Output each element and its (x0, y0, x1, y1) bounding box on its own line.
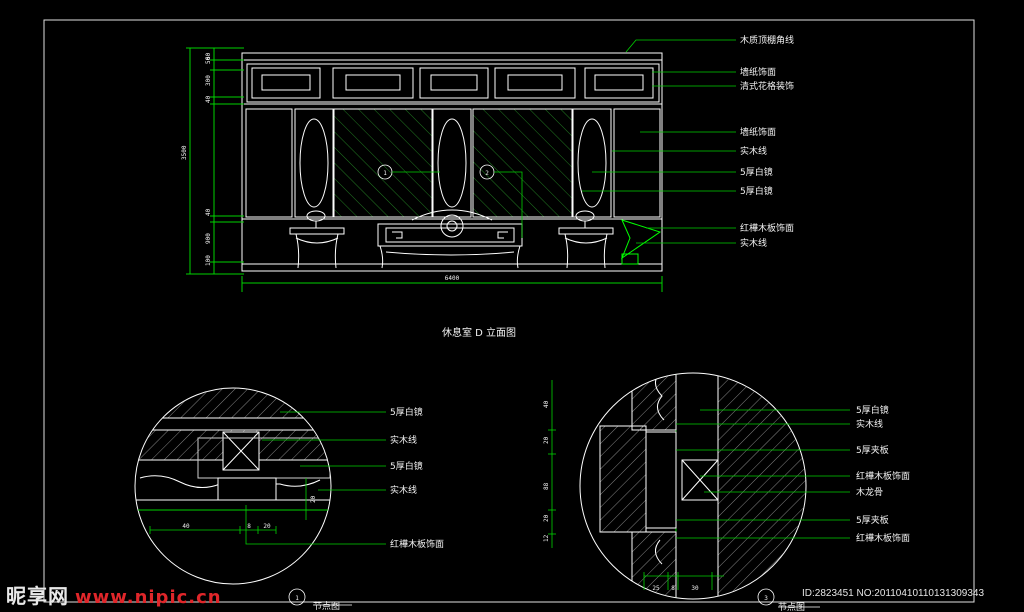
mirror-panel-left (333, 108, 433, 218)
elevation-callout-label: 实木线 (740, 145, 767, 157)
dimension-segment: 40 (205, 208, 212, 216)
detail1-dimension: 20 (310, 495, 317, 503)
watermark-site: www.nipic.cn (75, 587, 222, 608)
detail2-callout-label: 木龙骨 (856, 486, 883, 498)
detail1-caption: 节点图 (313, 601, 340, 612)
drawing-border (43, 19, 975, 603)
detail1-callout-label: 红樺木板饰面 (390, 538, 444, 550)
detail-marker-label: 2 (485, 170, 489, 177)
elevation-callout-label: 木质顶棚角线 (740, 34, 794, 46)
console-right (558, 210, 614, 269)
detail-1 (134, 387, 386, 606)
detail1-callout-label: 实木线 (390, 434, 417, 446)
detail1-number: 1 (295, 595, 299, 602)
detail2-dimension: 8 (671, 585, 675, 592)
watermark-brand: 昵享网 www.nipic.cn (6, 580, 222, 609)
dimension-segment: 50 (205, 56, 212, 64)
detail2-callout-label: 5厚夹板 (856, 514, 889, 526)
dimension-segment: 100 (205, 255, 212, 266)
detail-marker-label: 1 (383, 170, 387, 177)
elevation-drawing (186, 47, 663, 292)
detail2-dimension: 12 (543, 534, 550, 542)
elevation-callout-label: 实木线 (740, 237, 767, 249)
wall-outline (241, 52, 663, 272)
daybed (377, 209, 523, 269)
mirror-markers (377, 164, 523, 238)
detail1-callout-label: 实木线 (390, 484, 417, 496)
detail2-dimension: 25 (652, 585, 660, 592)
mirror-panel-right (472, 108, 573, 218)
detail2-caption: 节点图 (778, 602, 805, 612)
detail1-callout-label: 5厚白镜 (390, 460, 423, 472)
elevation-callout-label: 红樺木板饰面 (740, 222, 794, 234)
dimension-segment: 300 (205, 75, 212, 86)
elevation-callout-label: 墙纸饰面 (740, 66, 776, 78)
detail2-number: 3 (764, 595, 768, 602)
lattice-panels (251, 67, 654, 99)
elevation-leaders (582, 39, 736, 244)
dimension-segment: 60 (205, 52, 212, 60)
watermark-id: ID:2823451 NO:20110410110131309343 (802, 588, 985, 599)
console-left (289, 210, 345, 269)
dimension-width-total: 6400 (445, 275, 460, 282)
elevation-callout-label: 5厚白镜 (740, 185, 773, 197)
detail-2 (548, 372, 850, 608)
dimension-segment: 40 (205, 95, 212, 103)
wall-ornament (620, 219, 662, 265)
detail2-callout-label: 实木线 (856, 418, 883, 430)
elevation-callout-label: 清式花格装饰 (740, 80, 794, 92)
dimension-height-total: 3500 (181, 145, 188, 160)
watermark-brand-text: 昵享网 (6, 584, 69, 608)
detail2-callout-label: 5厚夹板 (856, 444, 889, 456)
detail1-dimension: 20 (263, 523, 271, 530)
drawing-title: 休息室 D 立面图 (442, 326, 516, 339)
detail2-callout-label: 红樺木板饰面 (856, 470, 910, 482)
elevation-callout-label: 5厚白镜 (740, 166, 773, 178)
detail1-dimension: 8 (247, 523, 251, 530)
detail1-callout-label: 5厚白镜 (390, 406, 423, 418)
detail2-dimension: 20 (543, 436, 550, 444)
detail2-dimension: 40 (543, 400, 550, 408)
dimension-segment: 900 (205, 233, 212, 244)
detail2-dimension: 30 (691, 585, 699, 592)
detail2-callout-label: 红樺木板饰面 (856, 532, 910, 544)
detail2-dimension: 88 (543, 482, 550, 490)
detail1-dimension: 40 (182, 523, 190, 530)
detail2-dimension: 20 (543, 514, 550, 522)
elevation-callout-label: 墙纸饰面 (740, 126, 776, 138)
detail2-callout-label: 5厚白镜 (856, 404, 889, 416)
